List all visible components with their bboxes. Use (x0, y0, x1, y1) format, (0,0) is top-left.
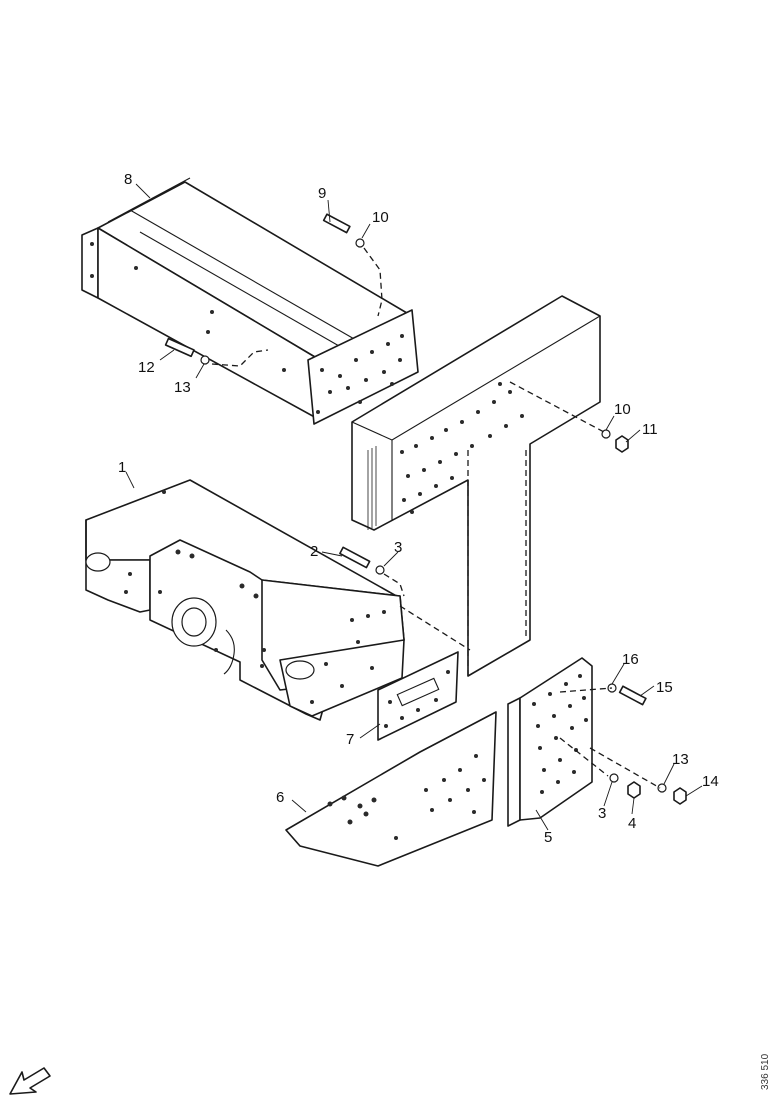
callout-10-upper: 10 (372, 209, 389, 226)
bolt-2-icon (339, 546, 371, 569)
callout-11: 11 (642, 421, 658, 438)
callout-5: 5 (544, 829, 552, 846)
callout-9: 9 (318, 185, 326, 202)
callout-labels: 8 9 10 12 13 10 11 1 2 3 16 15 7 13 14 6… (118, 171, 719, 846)
callout-16: 16 (622, 651, 639, 668)
bolt-12-icon (164, 337, 195, 358)
callout-2: 2 (310, 543, 318, 560)
nut-11-icon (615, 435, 629, 453)
callout-10-right: 10 (614, 401, 631, 418)
part-6-angle-bracket (285, 711, 497, 867)
callout-13-upper: 13 (174, 379, 191, 396)
callout-8: 8 (124, 171, 132, 188)
callout-3-lower: 3 (598, 805, 606, 822)
nut-4-icon (627, 781, 641, 799)
callout-1: 1 (118, 459, 126, 476)
callout-12: 12 (138, 359, 155, 376)
bolt-9-icon (322, 213, 351, 234)
washer-10-icon (355, 238, 365, 248)
fasteners (164, 213, 687, 805)
part-7-plate (377, 651, 459, 741)
washer-13-icon (200, 355, 210, 365)
part-5-angle-plate (507, 657, 593, 827)
part-8-cross-beam (81, 177, 419, 425)
leader-lines (125, 183, 703, 831)
assembly-lines (211, 247, 661, 789)
callout-7: 7 (346, 731, 354, 748)
washer-3b-icon (609, 773, 619, 783)
washer-13b-icon (657, 783, 667, 793)
bolt-15-icon (618, 685, 647, 706)
callout-15: 15 (656, 679, 673, 696)
callout-13-lower: 13 (672, 751, 689, 768)
callout-14: 14 (702, 773, 719, 790)
nut-14-icon (673, 787, 687, 805)
washer-3-icon (375, 565, 385, 575)
reference-code: 336 510 (760, 1053, 771, 1090)
part-1-main-carrier (85, 479, 405, 721)
callout-3-upper: 3 (394, 539, 402, 556)
direction-arrow-icon (9, 1067, 51, 1095)
callout-4: 4 (628, 815, 636, 832)
part-5-upper-bracket (351, 295, 601, 677)
callout-6: 6 (276, 789, 284, 806)
